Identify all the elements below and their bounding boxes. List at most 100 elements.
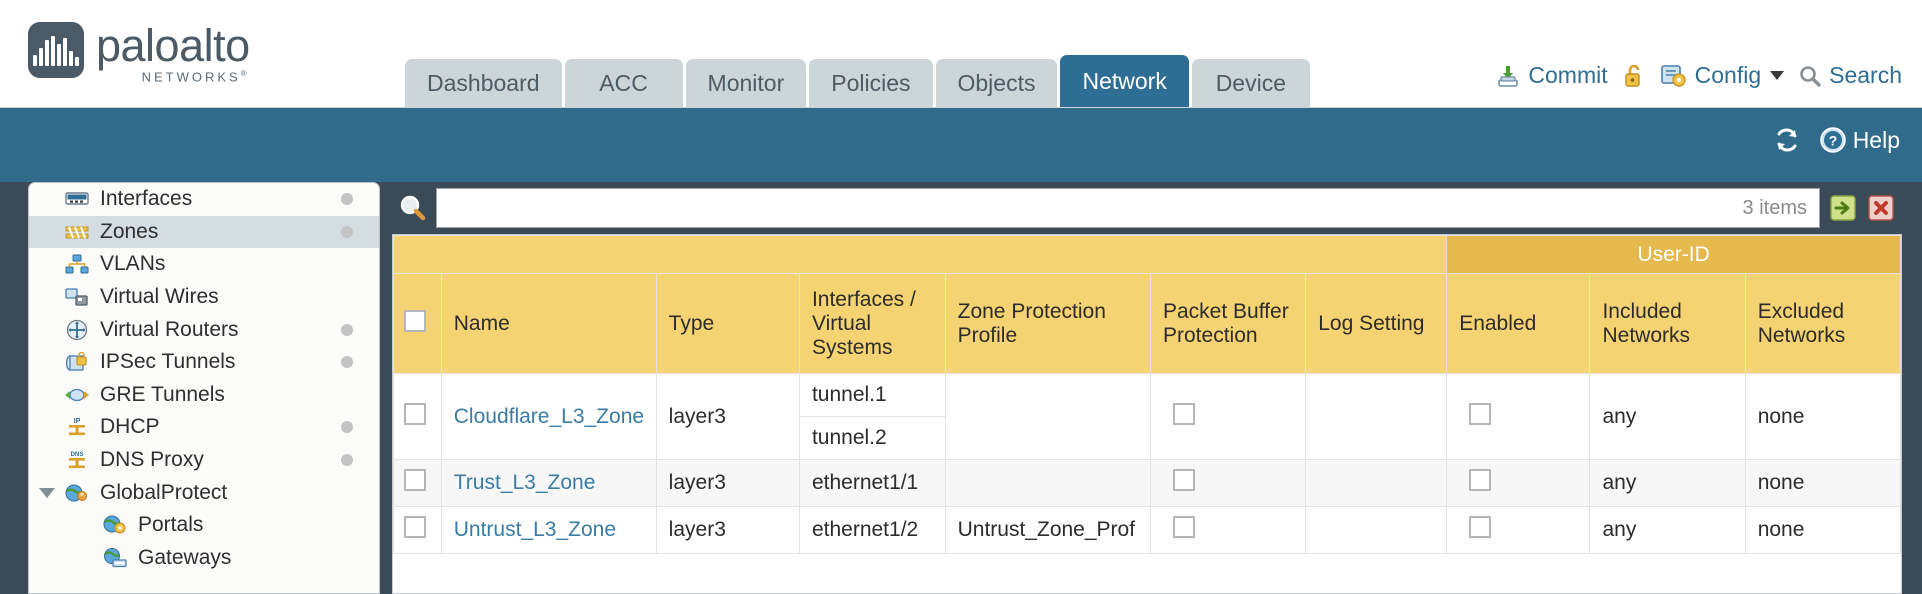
sidebar-item-label: Portals: [138, 513, 204, 537]
lock-button[interactable]: [1622, 63, 1646, 89]
status-dot: [341, 225, 353, 238]
interface-item: tunnel.2: [811, 426, 887, 449]
brand-tagline: NETWORKS®: [141, 69, 250, 85]
sidebar-item-ipsec-tunnels[interactable]: IPSec Tunnels: [29, 346, 379, 379]
brand-logo: paloalto NETWORKS®: [28, 20, 250, 84]
body-area: Interfaces Zones: [0, 182, 1922, 594]
zones-table: User-ID Name Type Interfaces / Virtual: [393, 235, 1901, 554]
zone-name-link[interactable]: Cloudflare_L3_Zone: [453, 404, 645, 428]
column-header-log-setting[interactable]: Log Setting: [1305, 273, 1448, 374]
row-checkbox[interactable]: [404, 469, 426, 491]
packet-buffer-protection-checkbox[interactable]: [1173, 402, 1195, 425]
globalprotect-icon: [63, 482, 91, 504]
cell-included-networks: any: [1589, 506, 1746, 554]
zone-name-link[interactable]: Trust_L3_Zone: [453, 471, 596, 494]
cell-interfaces: tunnel.1 tunnel.2: [798, 373, 946, 460]
search-button[interactable]: Search: [1798, 62, 1902, 89]
row-checkbox[interactable]: [404, 402, 426, 425]
banner-actions: ? Help: [1773, 126, 1900, 154]
search-input[interactable]: [449, 196, 1733, 220]
cell-interfaces: ethernet1/1: [798, 459, 946, 507]
tab-network[interactable]: Network: [1060, 55, 1189, 107]
sidebar-item-gateways[interactable]: Gateways: [29, 542, 379, 575]
row-select-cell: [393, 459, 442, 507]
paloalto-logo-icon: [28, 22, 84, 78]
cell-packet-buffer-protection: [1149, 373, 1307, 460]
status-dot: [341, 356, 353, 369]
filter-search-icon[interactable]: [398, 193, 428, 223]
table-body: Cloudflare_L3_Zone layer3 tunnel.1 tunne…: [393, 373, 1901, 554]
tab-objects[interactable]: Objects: [935, 59, 1058, 107]
search-icon: [1798, 64, 1822, 88]
column-header-excluded-networks[interactable]: Excluded Networks: [1744, 273, 1901, 374]
table-row[interactable]: Untrust_L3_Zone layer3 ethernet1/2 Untru…: [393, 506, 1901, 554]
sidebar-item-label: Zones: [100, 219, 159, 243]
cell-excluded-networks: none: [1744, 506, 1901, 554]
packet-buffer-protection-checkbox[interactable]: [1173, 469, 1195, 491]
clear-filter-button[interactable]: [1866, 193, 1896, 223]
column-header-packet-buffer-protection[interactable]: Packet Buffer Protection: [1149, 273, 1307, 374]
refresh-button[interactable]: [1773, 127, 1801, 153]
sidebar-item-zones[interactable]: Zones: [29, 215, 379, 249]
sidebar-item-interfaces[interactable]: Interfaces: [29, 183, 379, 216]
tab-device[interactable]: Device: [1191, 59, 1310, 107]
tab-policies[interactable]: Policies: [809, 59, 933, 107]
userid-enabled-checkbox[interactable]: [1469, 402, 1492, 425]
tab-dashboard[interactable]: Dashboard: [405, 59, 562, 107]
virtual-wires-icon: [63, 286, 91, 308]
cell-excluded-networks: none: [1744, 459, 1901, 507]
table-row[interactable]: Cloudflare_L3_Zone layer3 tunnel.1 tunne…: [393, 373, 1901, 460]
column-header-enabled[interactable]: Enabled: [1446, 273, 1591, 374]
sidebar-item-portals[interactable]: Portals: [29, 509, 379, 542]
sidebar-item-label: Interfaces: [100, 187, 193, 211]
search-label: Search: [1829, 62, 1902, 88]
sidebar-item-virtual-wires[interactable]: Virtual Wires: [29, 281, 379, 314]
sidebar-item-label: Virtual Routers: [100, 317, 239, 341]
chevron-down-icon[interactable]: [39, 487, 55, 498]
commit-button[interactable]: Commit: [1495, 62, 1608, 89]
tab-acc[interactable]: ACC: [564, 59, 683, 107]
top-bar: paloalto NETWORKS® Dashboard ACC Monitor…: [0, 0, 1922, 108]
brand-name: paloalto: [96, 20, 250, 71]
group-spacer: [393, 235, 1448, 274]
sidebar-item-vlans[interactable]: VLANs: [29, 248, 379, 281]
table-head: User-ID Name Type Interfaces / Virtual: [393, 235, 1901, 374]
zone-name-link[interactable]: Untrust_L3_Zone: [453, 518, 617, 541]
column-header-included-networks[interactable]: Included Networks: [1589, 273, 1746, 374]
column-header-name[interactable]: Name: [440, 273, 657, 374]
column-header-type[interactable]: Type: [655, 273, 800, 374]
packet-buffer-protection-checkbox[interactable]: [1173, 516, 1195, 538]
sidebar-item-dhcp[interactable]: IP DHCP: [29, 411, 379, 444]
sidebar-item-virtual-routers[interactable]: Virtual Routers: [29, 313, 379, 346]
column-header-interfaces[interactable]: Interfaces / Virtual Systems: [798, 273, 946, 374]
sidebar-item-dns-proxy[interactable]: DNS DNS Proxy: [29, 444, 379, 477]
sidebar-item-label: GRE Tunnels: [100, 382, 225, 406]
row-checkbox[interactable]: [404, 516, 426, 538]
table-row[interactable]: Trust_L3_Zone layer3 ethernet1/1: [393, 459, 1901, 507]
help-button[interactable]: ? Help: [1819, 126, 1900, 154]
column-header-zone-protection-profile[interactable]: Zone Protection Profile: [944, 273, 1152, 374]
cell-excluded-networks: none: [1744, 373, 1901, 460]
help-label: Help: [1852, 126, 1900, 153]
status-dot: [341, 421, 353, 434]
userid-enabled-checkbox[interactable]: [1469, 516, 1492, 538]
apply-filter-button[interactable]: [1828, 193, 1858, 223]
refresh-icon: [1773, 127, 1801, 153]
sidebar-item-label: Gateways: [138, 545, 232, 569]
select-all-checkbox[interactable]: [404, 309, 426, 332]
config-menu[interactable]: Config: [1660, 62, 1785, 89]
sidebar-item-label: DNS Proxy: [100, 448, 204, 472]
userid-enabled-checkbox[interactable]: [1469, 469, 1492, 491]
table-head-row: Name Type Interfaces / Virtual Systems Z…: [393, 273, 1901, 374]
commit-label: Commit: [1528, 62, 1608, 88]
sidebar-item-globalprotect[interactable]: GlobalProtect: [29, 476, 379, 509]
tab-monitor[interactable]: Monitor: [685, 59, 807, 107]
sidebar-item-gre-tunnels[interactable]: GRE Tunnels: [29, 379, 379, 412]
cell-included-networks: any: [1589, 459, 1746, 507]
search-input-wrap[interactable]: 3 items: [436, 188, 1820, 228]
sidebar-item-label: IPSec Tunnels: [100, 350, 236, 374]
chevron-down-icon: [1770, 71, 1785, 80]
svg-text:IP: IP: [74, 418, 81, 425]
unlock-icon: [1622, 63, 1646, 89]
